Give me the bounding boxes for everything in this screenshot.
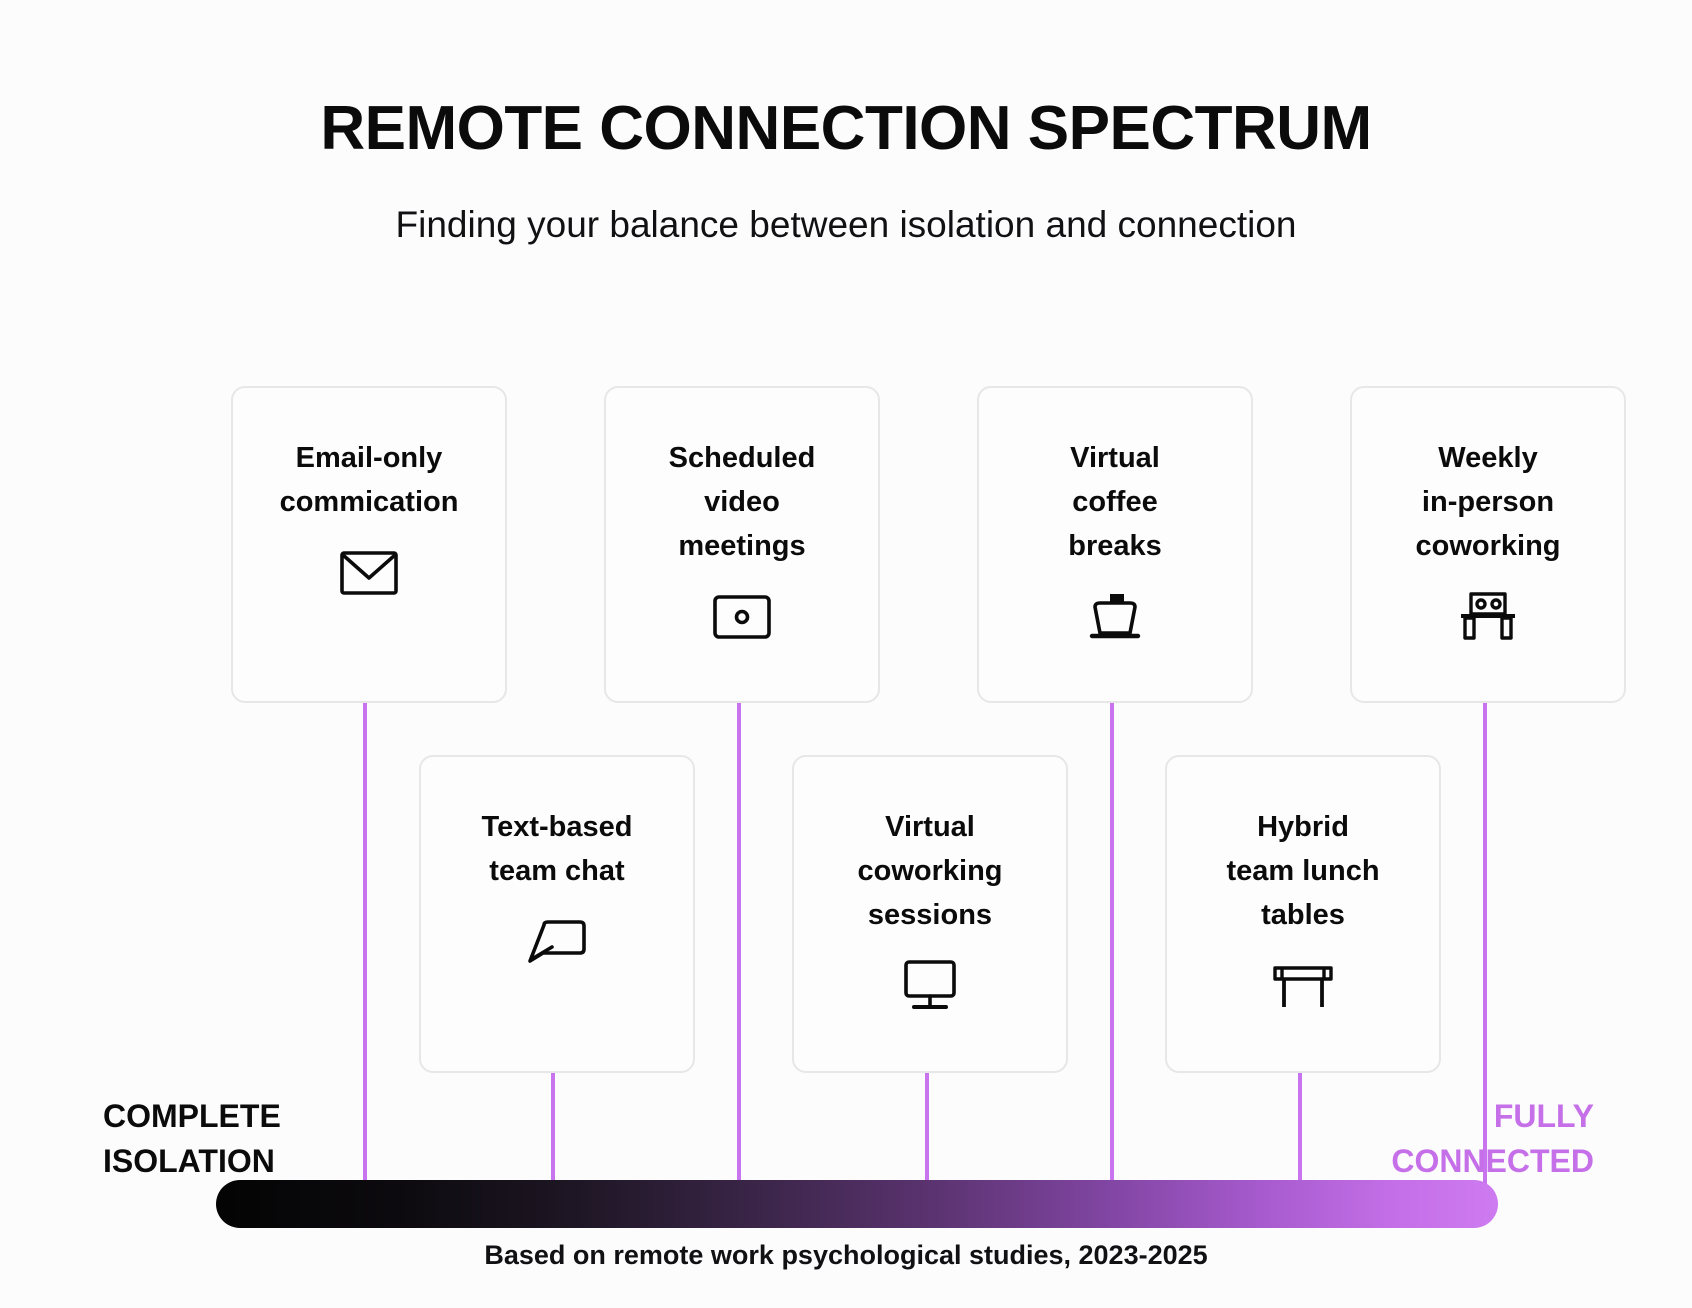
coworking-desk-icon — [1457, 586, 1519, 648]
connector-line-1 — [363, 703, 367, 1190]
card-label: Virtual coworking sessions — [857, 811, 1003, 932]
connector-line-6 — [1298, 1073, 1302, 1190]
card-hybrid-team-lunch-tables[interactable]: Hybrid team lunch tables — [1165, 755, 1441, 1073]
speech-bubble-icon — [526, 911, 588, 973]
footnote-source: Based on remote work psychological studi… — [484, 1240, 1208, 1270]
card-label: Hybrid team lunch tables — [1226, 811, 1380, 932]
page-title: REMOTE CONNECTION SPECTRUM — [320, 94, 1372, 163]
envelope-icon — [340, 542, 398, 604]
lunch-table-icon — [1272, 955, 1334, 1017]
scale-label-connected: FULLY CONNECTED — [1391, 1098, 1594, 1180]
card-weekly-in-person-coworking[interactable]: Weekly in-person coworking — [1350, 386, 1626, 703]
card-label: Weekly in-person coworking — [1415, 442, 1561, 563]
header: REMOTE CONNECTION SPECTRUM Finding your … — [0, 96, 1692, 246]
connector-line-5 — [1110, 703, 1114, 1190]
card-email-only[interactable]: Email-only commication — [231, 386, 507, 703]
scale-label-isolation: COMPLETE ISOLATION — [103, 1098, 281, 1180]
card-virtual-coffee-breaks[interactable]: Virtual coffee breaks — [977, 386, 1253, 703]
video-camera-icon — [713, 586, 771, 648]
card-label: Email-only commication — [279, 442, 459, 519]
coffee-cup-icon — [1086, 586, 1144, 648]
card-virtual-coworking-sessions[interactable]: Virtual coworking sessions — [792, 755, 1068, 1073]
card-label: Text-based team chat — [481, 811, 633, 888]
card-label: Virtual coffee breaks — [1068, 442, 1162, 563]
connector-line-2 — [551, 1073, 555, 1190]
card-scheduled-video-meetings[interactable]: Scheduled video meetings — [604, 386, 880, 703]
card-label: Scheduled video meetings — [668, 442, 816, 563]
monitor-icon — [901, 955, 959, 1017]
connector-line-7 — [1483, 703, 1487, 1190]
connector-line-3 — [737, 703, 741, 1190]
connector-line-4 — [925, 1073, 929, 1190]
page-subtitle: Finding your balance between isolation a… — [395, 204, 1297, 246]
spectrum-gradient-bar — [216, 1180, 1498, 1228]
card-text-based-team-chat[interactable]: Text-based team chat — [419, 755, 695, 1073]
